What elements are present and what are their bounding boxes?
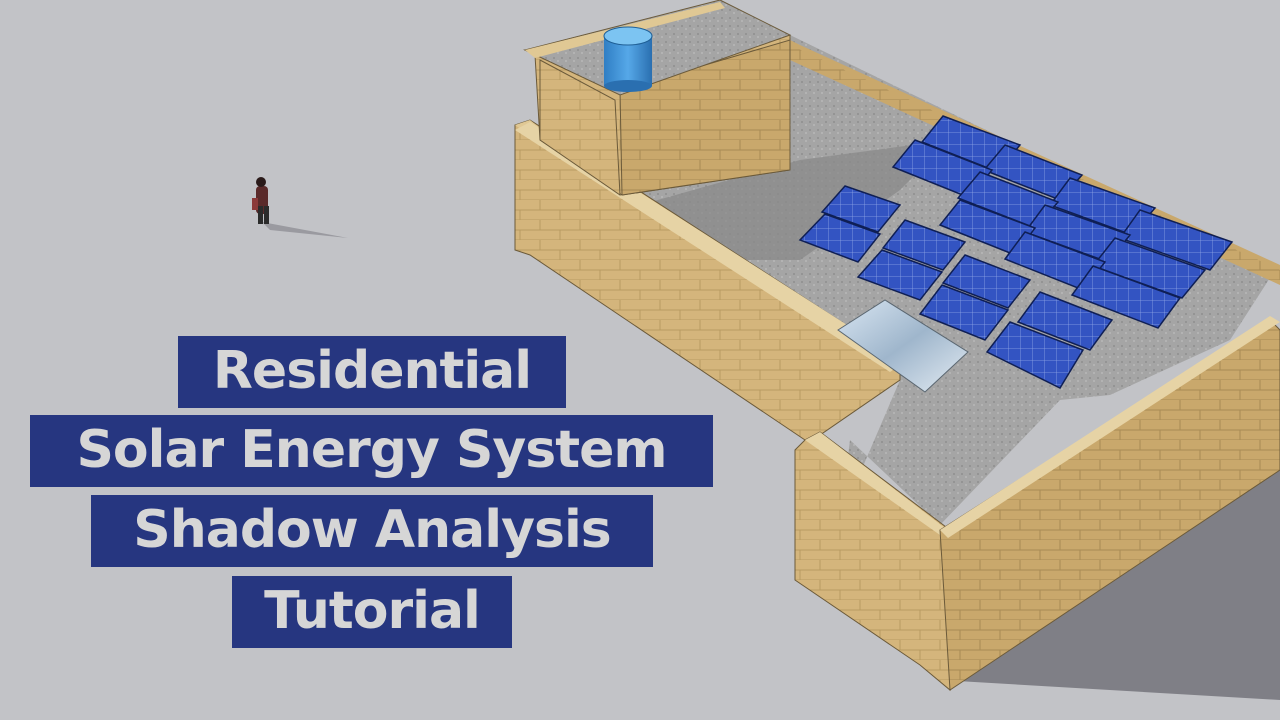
title-line-4: Tutorial [232,576,512,648]
building-shadow [940,330,1280,700]
title-line-1: Residential [178,336,566,408]
solar-panel-array [798,115,1234,389]
title-line-2: Solar Energy System [30,415,713,487]
skylight [837,299,969,393]
title-line-3: Shadow Analysis [91,495,653,567]
person-figure [252,177,348,238]
water-tank [603,26,653,92]
